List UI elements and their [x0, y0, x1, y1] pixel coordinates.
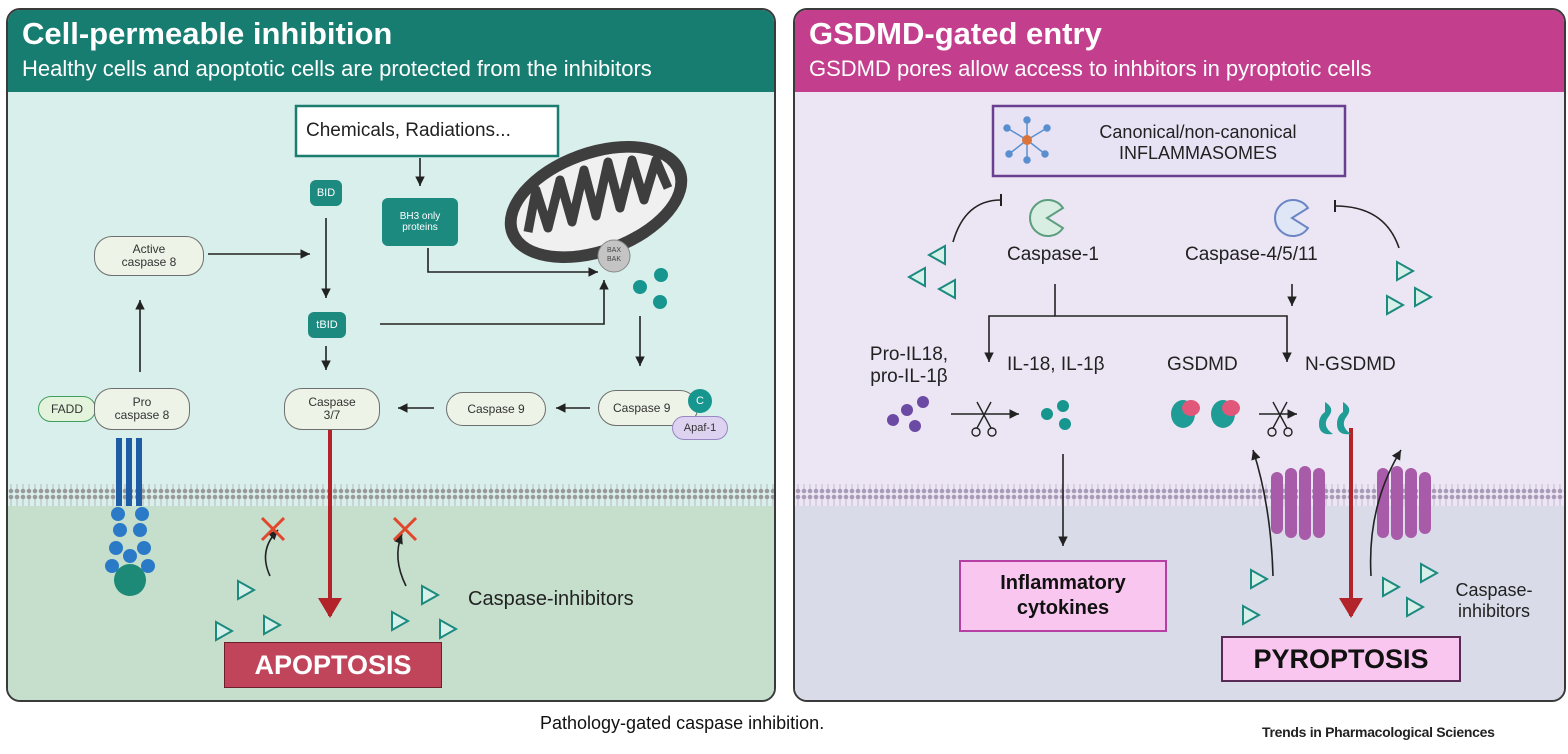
blocked-entry-right: [392, 516, 418, 587]
il-label: IL-18, IL-1β: [1007, 354, 1105, 375]
trigger-box-label: Chemicals, Radiations...: [306, 120, 511, 141]
caspase4-icon: [1274, 199, 1310, 237]
il-icon: [1041, 400, 1071, 430]
pro-caspase8-pill: Pro caspase 8: [94, 388, 190, 430]
bax-bak-circle: [597, 239, 631, 273]
pro-il-icon: [887, 396, 929, 432]
cell-membrane-right: [795, 484, 1564, 506]
right-panel-subtitle: GSDMD pores allow access to inhbitors in…: [809, 56, 1372, 81]
inflammasome-box: [991, 104, 1347, 178]
apaf1-pill: Apaf-1: [672, 416, 728, 440]
scissors-icon-2: [1267, 401, 1293, 437]
caspase-3-7-pill: Caspase 3/7: [284, 388, 380, 430]
caspase1-icon: [1029, 199, 1065, 237]
scissors-icon: [971, 401, 997, 437]
apoptosis-label: APOPTOSIS: [224, 642, 442, 688]
blocked-entry-left: [260, 516, 286, 577]
left-diagram-graphics: [8, 104, 774, 700]
gsdmd-gated-entry-panel: GSDMD-gated entry GSDMD pores allow acce…: [793, 8, 1566, 702]
death-receptor-icon: [105, 438, 155, 596]
bax-bak-label: BAX BAK: [606, 247, 621, 263]
caspase-inhibitors-label-left: Caspase-inhibitors: [468, 588, 634, 610]
caspase1-label: Caspase-1: [1007, 244, 1099, 265]
caspase-4-5-11-label: Caspase-4/5/11: [1185, 244, 1318, 265]
cell-permeable-inhibition-panel: Cell-permeable inhibition Healthy cells …: [6, 8, 776, 702]
active-caspase8-pill: Active caspase 8: [94, 236, 204, 276]
journal-credit: Trends in Pharmacological Sciences: [1262, 724, 1495, 740]
bid-box: BID: [310, 180, 342, 206]
gsdmd-icon: [1171, 400, 1240, 428]
left-panel-subtitle: Healthy cells and apoptotic cells are pr…: [22, 56, 652, 81]
pro-il-label: Pro-IL18, pro-IL-1β: [869, 344, 949, 387]
inflammatory-cytokines-box: Inflammatory cytokines: [959, 560, 1167, 632]
cell-membrane: [8, 484, 774, 506]
pyroptosis-label: PYROPTOSIS: [1221, 636, 1461, 682]
inflammasome-icon: [1003, 116, 1051, 164]
tbid-box: tBID: [308, 312, 346, 338]
n-gsdmd-icon: [1319, 402, 1351, 435]
right-panel-header: GSDMD-gated entry GSDMD pores allow acce…: [795, 10, 1564, 92]
cytochrome-c-badge: C: [688, 389, 712, 413]
figure-caption: Pathology-gated caspase inhibition.: [540, 713, 825, 733]
caspase-inhibitor-icons: [215, 579, 459, 642]
left-panel-header: Cell-permeable inhibition Healthy cells …: [8, 10, 774, 92]
caspase-inhibitors-label-right: Caspase- inhibitors: [1455, 580, 1533, 621]
left-panel-title: Cell-permeable inhibition: [22, 16, 393, 51]
n-gsdmd-label: N-GSDMD: [1305, 354, 1396, 375]
right-panel-title: GSDMD-gated entry: [809, 16, 1102, 51]
mitochondrion-icon: [504, 140, 688, 264]
caspase9-pill: Caspase 9: [446, 392, 546, 426]
fadd-pill: FADD: [38, 396, 96, 422]
gsdmd-pore-icon: [1271, 466, 1431, 540]
inflammasome-label: Canonical/non-canonical INFLAMMASOMES: [1099, 122, 1297, 163]
bh3-only-proteins-box: BH3 only proteins: [382, 198, 458, 246]
trigger-box: [294, 104, 560, 158]
caspase-inhibitor-icons-right: [906, 244, 1440, 626]
gsdmd-label: GSDMD: [1167, 354, 1238, 375]
cytochrome-c-icon: [633, 268, 668, 309]
